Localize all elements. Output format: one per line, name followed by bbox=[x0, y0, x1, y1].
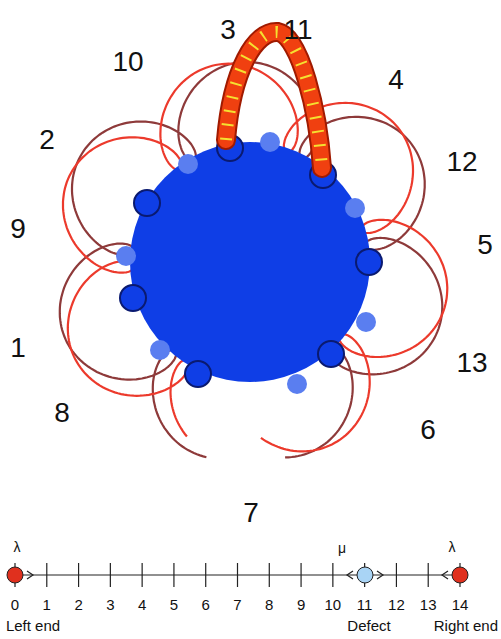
loop-number: 12 bbox=[446, 148, 477, 176]
site-number: 13 bbox=[420, 597, 437, 612]
tick bbox=[205, 563, 206, 587]
tick bbox=[237, 563, 238, 587]
loop-number: 1 bbox=[10, 334, 26, 362]
lattice bbox=[15, 563, 460, 587]
site-number: 1 bbox=[43, 597, 51, 612]
tick bbox=[78, 563, 79, 587]
tick bbox=[396, 563, 397, 587]
dna-strands bbox=[60, 62, 448, 457]
site-number: 8 bbox=[265, 597, 273, 612]
site-number: 4 bbox=[138, 597, 146, 612]
loop-number: 13 bbox=[456, 349, 487, 377]
loop-number: 10 bbox=[112, 48, 143, 76]
site-label: Defect bbox=[347, 618, 390, 633]
tick bbox=[142, 563, 143, 587]
loop-number: 2 bbox=[39, 126, 55, 154]
site-label: Right end bbox=[434, 618, 498, 633]
tick bbox=[269, 563, 270, 587]
loop-number: 5 bbox=[477, 231, 493, 259]
site-number: 5 bbox=[170, 597, 178, 612]
loop-number: 6 bbox=[420, 416, 436, 444]
loop-number: 9 bbox=[10, 215, 26, 243]
binding-sites bbox=[120, 135, 382, 387]
rate-symbol: λ bbox=[14, 540, 21, 554]
site-number: 0 bbox=[11, 597, 19, 612]
particles bbox=[7, 567, 468, 583]
site-number: 6 bbox=[202, 597, 210, 612]
site-number: 7 bbox=[233, 597, 241, 612]
site-number: 14 bbox=[452, 597, 469, 612]
dna-strand bbox=[63, 64, 447, 452]
tick bbox=[46, 563, 47, 587]
loop-number: 8 bbox=[54, 399, 70, 427]
loop-number: 11 bbox=[283, 16, 312, 44]
tick bbox=[110, 563, 111, 587]
site-number: 3 bbox=[106, 597, 114, 612]
tick bbox=[173, 563, 174, 587]
site-number: 11 bbox=[357, 597, 373, 612]
site-number: 9 bbox=[297, 597, 305, 612]
site-number: 10 bbox=[325, 597, 342, 612]
highlighted-segment bbox=[226, 32, 322, 168]
site-number: 2 bbox=[74, 597, 82, 612]
dna-strand bbox=[60, 62, 443, 457]
loop-number: 4 bbox=[388, 66, 404, 94]
loop-number: 7 bbox=[243, 499, 259, 527]
site-number: 12 bbox=[388, 597, 405, 612]
site-label: Left end bbox=[6, 618, 60, 633]
rate-symbol: μ bbox=[338, 541, 346, 555]
tick bbox=[300, 563, 301, 587]
rate-symbol: λ bbox=[449, 540, 456, 554]
histone-bumps bbox=[116, 132, 376, 394]
loop-number: 3 bbox=[220, 16, 236, 44]
histone-core bbox=[130, 142, 370, 382]
tick bbox=[428, 563, 429, 587]
tick bbox=[332, 563, 333, 587]
